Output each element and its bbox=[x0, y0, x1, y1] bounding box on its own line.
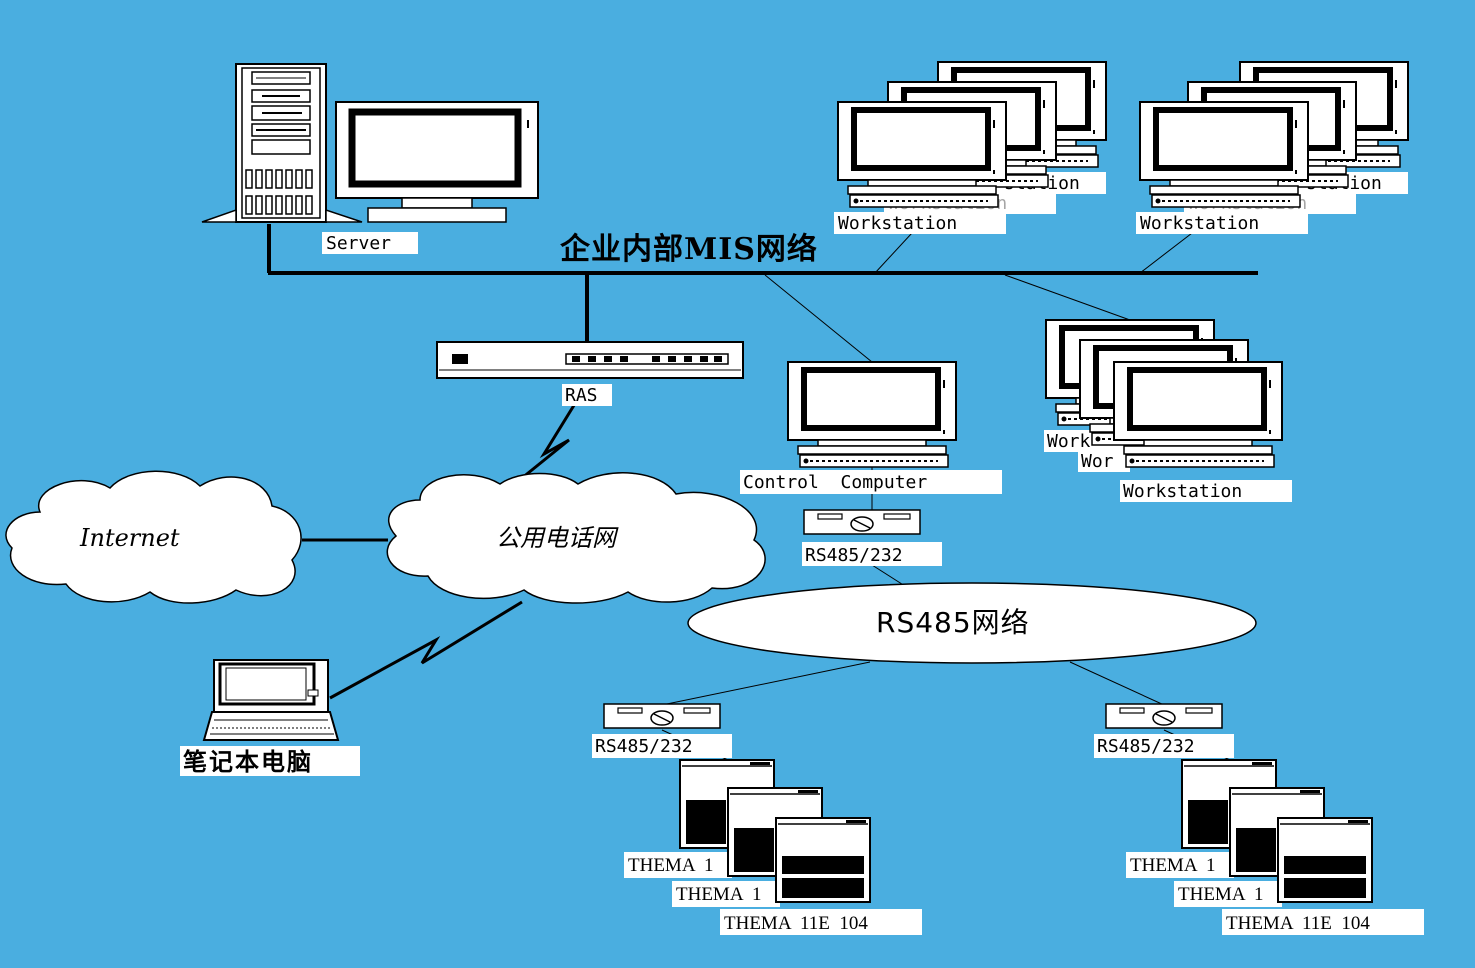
converter-center-label: RS485/232 bbox=[805, 545, 903, 566]
workstation-icon bbox=[1114, 362, 1282, 467]
laptop[interactable]: 笔记本电脑 bbox=[180, 659, 360, 776]
converter-left-label: RS485/232 bbox=[595, 736, 693, 757]
ras-icon bbox=[436, 341, 744, 379]
rs485-network-icon bbox=[687, 582, 1257, 664]
converter-icon bbox=[1105, 703, 1223, 729]
thema-left-label-1: THEMA 1 bbox=[628, 855, 714, 876]
ws-group3-link bbox=[1004, 274, 1131, 321]
converter-icon bbox=[803, 509, 921, 535]
server[interactable]: Server bbox=[201, 63, 539, 254]
ws2-front-label: Workstation bbox=[1140, 213, 1259, 234]
converter-right[interactable]: RS485/232 bbox=[1094, 703, 1234, 758]
ws3-mid-label: Wor bbox=[1081, 451, 1114, 472]
laptop-icon bbox=[202, 659, 340, 741]
server-monitor-icon bbox=[335, 101, 539, 223]
rs485-left-link bbox=[661, 661, 871, 706]
phone-network-cloud[interactable]: 公用电话网 bbox=[386, 472, 766, 604]
thema-group-left[interactable]: THEMA 1 THEMA 1 THEMA 11E 104 bbox=[624, 759, 922, 935]
phone-network-label: 公用电话网 bbox=[496, 524, 619, 552]
ras-device[interactable]: RAS bbox=[436, 341, 744, 406]
workstation-group-3[interactable]: Work Wor Workstation bbox=[1044, 320, 1292, 502]
rs485-right-link bbox=[1069, 661, 1165, 706]
control-computer-icon bbox=[788, 362, 956, 467]
workstation-group-1[interactable]: station Workstation Workstation bbox=[834, 62, 1106, 234]
laptop-lightning bbox=[329, 600, 523, 700]
ws-group2-link bbox=[1139, 229, 1197, 274]
ws1-front-label: Workstation bbox=[838, 213, 957, 234]
converter-rs485-link bbox=[871, 564, 906, 587]
converter-icon bbox=[603, 703, 721, 729]
internet-cloud-icon bbox=[5, 470, 302, 604]
ras-label: RAS bbox=[565, 385, 598, 406]
thema-unit-icon bbox=[775, 817, 871, 903]
workstation-icon bbox=[1140, 102, 1308, 207]
ws3-back-label: Work bbox=[1047, 431, 1091, 452]
workstation-icon bbox=[838, 102, 1006, 207]
ws3-front-label: Workstation bbox=[1123, 481, 1242, 502]
internet-label: Internet bbox=[79, 524, 180, 552]
thema-right-label-2: THEMA 1 bbox=[1178, 884, 1264, 905]
rs485-network-label: RS485网络 bbox=[876, 606, 1030, 639]
control-computer-label: Control Computer bbox=[743, 472, 927, 493]
control-computer[interactable]: Control Computer bbox=[740, 362, 1002, 494]
mis-network-title: 企业内部MIS网络 bbox=[560, 232, 818, 267]
thema-group-right[interactable]: THEMA 1 THEMA 1 THEMA 11E 104 bbox=[1126, 759, 1424, 935]
converter-center[interactable]: RS485/232 bbox=[802, 509, 942, 566]
converter-right-label: RS485/232 bbox=[1097, 736, 1195, 757]
thema-right-label-1: THEMA 1 bbox=[1130, 855, 1216, 876]
thema-left-label-2: THEMA 1 bbox=[676, 884, 762, 905]
thema-left-label-3: THEMA 11E 104 bbox=[724, 913, 868, 934]
server-tower-icon bbox=[201, 63, 363, 223]
converter-left[interactable]: RS485/232 bbox=[592, 703, 732, 758]
server-label: Server bbox=[326, 233, 391, 254]
thema-right-label-3: THEMA 11E 104 bbox=[1226, 913, 1370, 934]
ras-lightning bbox=[521, 401, 578, 480]
phone-network-cloud-icon bbox=[386, 472, 766, 604]
rs485-network[interactable]: RS485网络 bbox=[687, 582, 1257, 664]
workstation-group-2[interactable]: station Workstation Workstation bbox=[1136, 62, 1408, 234]
laptop-label: 笔记本电脑 bbox=[183, 747, 313, 776]
thema-unit-icon bbox=[1277, 817, 1373, 903]
internet-cloud[interactable]: Internet bbox=[5, 470, 302, 604]
control-link bbox=[764, 274, 873, 363]
